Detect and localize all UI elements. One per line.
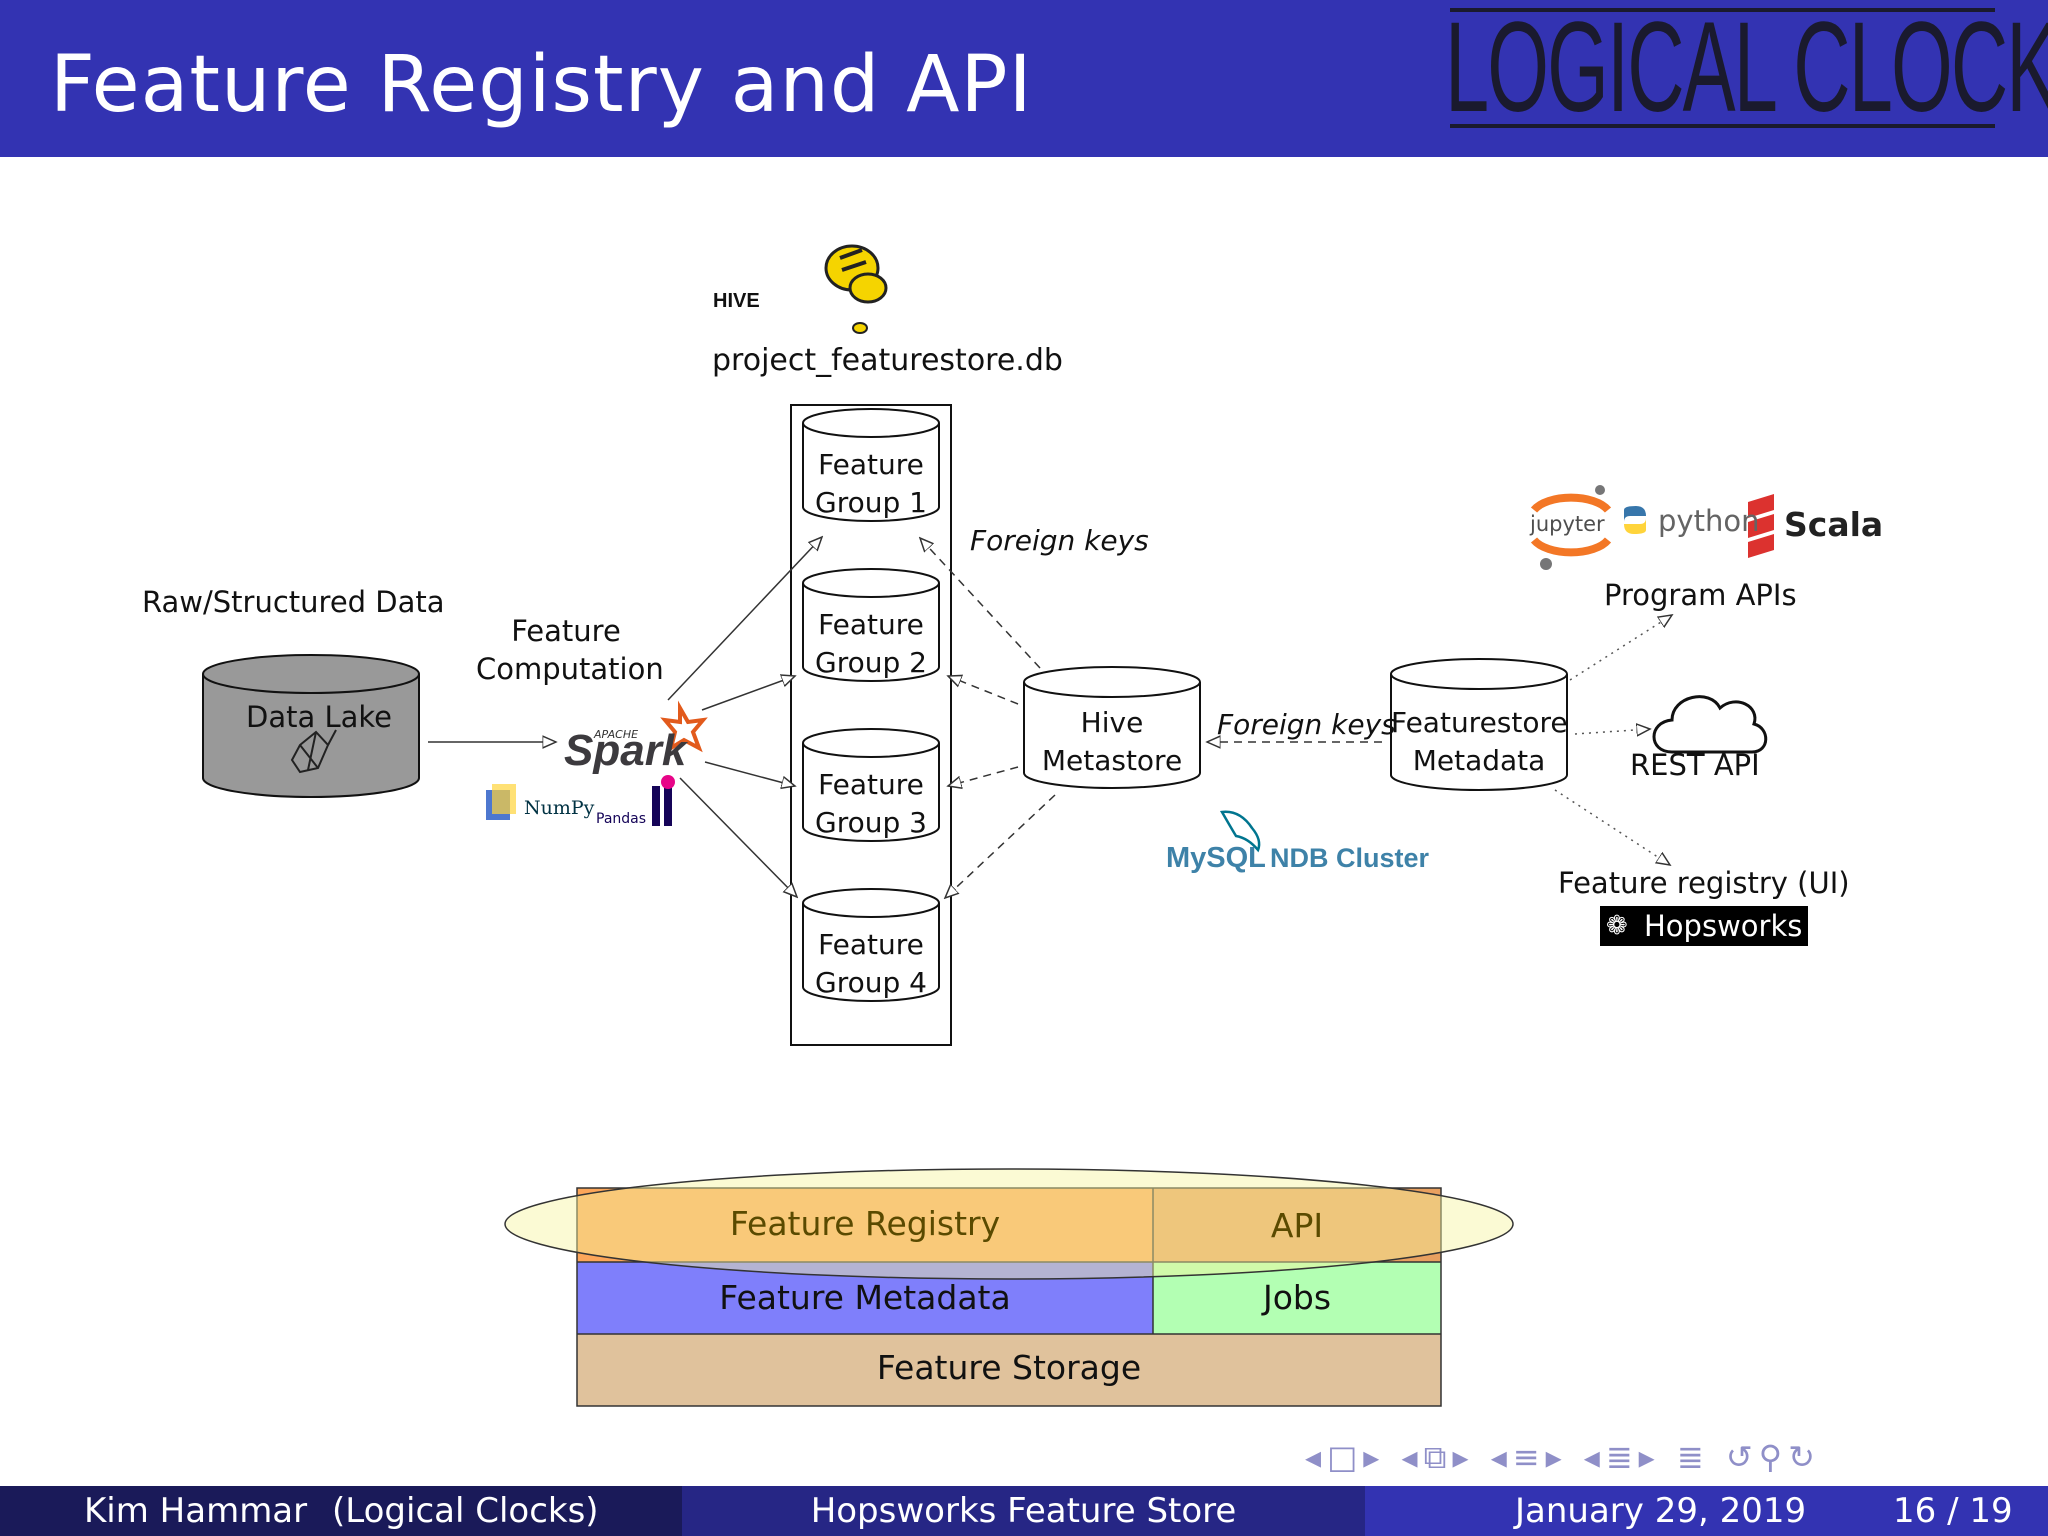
footer-date-segment: January 29, 2019 16 / 19 (1365, 1486, 2048, 1536)
hops-logo-icon: ❁ (1606, 911, 1628, 941)
feature-group-4-label: Feature Group 4 (803, 926, 939, 1002)
hive-metastore-line1: Hive (1080, 706, 1144, 739)
ndb-cluster-label: NDB Cluster (1270, 843, 1430, 873)
footer-author-segment: Kim Hammar (Logical Clocks) (0, 1486, 682, 1536)
nav-section-icon[interactable]: ◂≡▸ (1490, 1438, 1568, 1476)
mysql-dolphin-icon (1219, 810, 1261, 853)
foreign-keys-top-label: Foreign keys (970, 524, 1149, 557)
scala-label: Scala (1784, 505, 1884, 544)
api-label: API (1270, 1206, 1324, 1245)
logical-clocks-logo: LOGICAL CLOCKS (1445, 0, 2048, 139)
python-icon (1624, 506, 1646, 534)
feature-storage-label: Feature Storage (876, 1348, 1142, 1387)
fg3-line1: Feature (818, 768, 924, 801)
python-label: python (1658, 504, 1760, 538)
jupyter-icon (1530, 485, 1612, 570)
feature-group-2-label: Feature Group 2 (803, 606, 939, 682)
fg4-line1: Feature (818, 928, 924, 961)
dotted-arrows (1554, 615, 1672, 865)
logo-top-rule (1450, 8, 1995, 12)
footer-talk-title: Hopsworks Feature Store (810, 1491, 1237, 1531)
fg1-line2: Group 1 (815, 486, 927, 519)
hopsworks-label: Hopsworks (1644, 909, 1803, 943)
fg3-line2: Group 3 (815, 806, 927, 839)
footer-author: Kim Hammar (84, 1491, 308, 1531)
fg4-line2: Group 4 (815, 966, 927, 999)
spark-apache-label: APACHE (594, 728, 639, 741)
hive-logo-icon (824, 244, 888, 334)
footer-page-number: 16 / 19 (1893, 1491, 2013, 1531)
spark-logo-text: Spark (564, 726, 687, 775)
scala-icon (1748, 494, 1774, 558)
hopsworks-badge: ❁ Hopsworks (1600, 906, 1809, 946)
pandas-icon (652, 775, 675, 826)
cloud-icon (1652, 695, 1768, 754)
data-lake-label: Data Lake (246, 700, 392, 734)
highlight-ellipse (504, 1168, 1514, 1280)
fs-metadata-line2: Metadata (1412, 744, 1546, 777)
hive-logo-text: HIVE (713, 290, 760, 312)
slide-header: Feature Registry and API LOGICAL CLOCKS (0, 0, 2048, 157)
stack-diagram (504, 1168, 1514, 1407)
slide-title: Feature Registry and API (50, 40, 1033, 130)
nav-appendix-icon[interactable]: ≣ (1676, 1438, 1710, 1476)
feature-registry-label: Feature Registry (729, 1204, 1001, 1243)
rest-api-label: REST API (1630, 748, 1760, 782)
spark-star-icon (660, 700, 708, 753)
hive-metastore-cylinder (1023, 666, 1201, 789)
featurestore-db-box (790, 404, 952, 1046)
fg1-line1: Feature (818, 448, 924, 481)
footer-date: January 29, 2019 (1515, 1491, 1807, 1531)
db-name-label: project_featurestore.db (712, 343, 1063, 378)
feature-metadata-label: Feature Metadata (719, 1278, 1011, 1317)
feature-group-1-label: Feature Group 1 (803, 446, 939, 522)
nav-frame-icon[interactable]: ◂□▸ (1305, 1438, 1386, 1476)
feature-computation-line1: Feature (511, 614, 621, 648)
solid-arrows (428, 537, 822, 897)
footer-title-segment: Hopsworks Feature Store (682, 1486, 1365, 1536)
feature-computation-line2: Computation (476, 652, 664, 686)
logo-bottom-rule (1450, 124, 1995, 128)
numpy-label: NumPy (524, 797, 595, 819)
featurestore-metadata-cylinder (1390, 658, 1568, 791)
numpy-icon (486, 784, 516, 820)
foreign-keys-mid-label: Foreign keys (1217, 708, 1396, 741)
footer-affiliation: (Logical Clocks) (332, 1491, 599, 1531)
feature-registry-ui-label: Feature registry (UI) (1558, 866, 1850, 900)
nav-doc-icon[interactable]: ◂≣▸ (1583, 1438, 1661, 1476)
feature-group-cylinders (802, 408, 940, 1002)
beamer-navigation[interactable]: ◂□▸ ◂⧉▸ ◂≡▸ ◂≣▸ ≣ ↺⚲↻ (1305, 1438, 1821, 1477)
slide-footer: Kim Hammar (Logical Clocks) Hopsworks Fe… (0, 1486, 2048, 1536)
program-apis-label: Program APIs (1604, 578, 1797, 612)
raw-data-label: Raw/Structured Data (142, 585, 445, 619)
mysql-label: MySQL (1166, 842, 1266, 874)
pandas-label: Pandas (596, 811, 647, 827)
hive-metastore-label: Hive Metastore (1024, 704, 1200, 780)
fg2-line1: Feature (818, 608, 924, 641)
fg2-line2: Group 2 (815, 646, 927, 679)
dashed-arrows (920, 538, 1382, 898)
jupyter-label: jupyter (1530, 512, 1605, 536)
hops-icon (290, 729, 337, 774)
fs-metadata-line1: Featurestore (1391, 706, 1568, 739)
jobs-label: Jobs (1262, 1278, 1332, 1317)
nav-search-icon[interactable]: ↺⚲↻ (1725, 1438, 1821, 1476)
featurestore-metadata-label: Featurestore Metadata (1391, 704, 1568, 780)
nav-subsection-icon[interactable]: ◂⧉▸ (1401, 1438, 1475, 1476)
feature-group-3-label: Feature Group 3 (803, 766, 939, 842)
hive-metastore-line2: Metastore (1041, 744, 1183, 777)
